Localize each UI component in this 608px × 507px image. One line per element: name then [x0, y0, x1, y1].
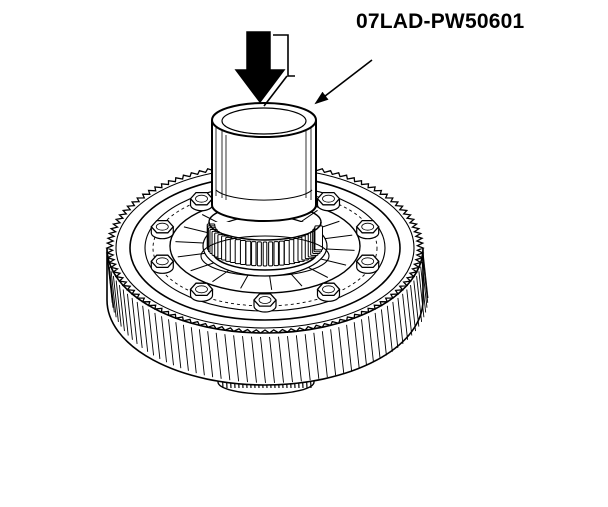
gear-tooth-flank: [242, 336, 248, 383]
gear-tooth-flank: [168, 319, 174, 366]
tapered-roller-bearing: [200, 203, 330, 277]
gear-tooth-flank: [386, 305, 393, 352]
gear-tooth-flank: [175, 322, 182, 369]
gear-tooth-flank: [361, 319, 367, 366]
gear-tooth-flank: [422, 256, 429, 303]
gear-tooth-flank: [410, 285, 416, 332]
gear-tooth-flank: [269, 336, 275, 384]
tool-part-number-label: 07LAD-PW50601: [356, 10, 525, 33]
gear-tooth-flank: [251, 336, 257, 383]
case-rib: [240, 274, 249, 289]
gear-tooth-flank: [413, 280, 420, 327]
case-rib: [308, 267, 329, 278]
gear-tooth-flank: [304, 334, 311, 381]
gear-tooth-flank: [295, 335, 302, 382]
gear-tooth-flank: [418, 271, 425, 318]
hex-bolt: [253, 293, 277, 313]
gear-tooth-flank: [422, 251, 429, 299]
gear-tooth-flank: [233, 335, 240, 382]
gear-tooth-flank: [198, 329, 205, 376]
gear-tooth-flank: [182, 324, 189, 371]
hex-bolt: [150, 254, 175, 274]
case-rib: [175, 241, 204, 244]
case-rib: [269, 275, 273, 290]
gear-tooth-flank: [380, 309, 387, 356]
gear-tooth-flank: [287, 336, 293, 383]
case-rib: [325, 234, 353, 240]
gear-tooth-flank: [136, 301, 143, 349]
gear-tooth-flank: [321, 331, 328, 378]
gear-tooth-flank: [142, 305, 149, 352]
bearing-seat: [200, 235, 330, 277]
gear-tooth-flank: [161, 316, 167, 363]
gear-tooth-flank: [119, 285, 125, 332]
gear-tooth-flank: [108, 266, 115, 313]
bearing-roller: [256, 241, 262, 267]
gear-tooth-flank: [112, 275, 119, 322]
gear-tooth-flank: [392, 301, 399, 349]
flange-bolts: [150, 181, 380, 313]
case-rib: [177, 252, 205, 258]
bearing-roller: [239, 239, 247, 265]
bearing-roller: [262, 241, 268, 267]
gear-tooth-flank: [115, 280, 122, 327]
gear-tooth-flank: [207, 331, 214, 378]
press-force-arrow: [234, 31, 295, 107]
hex-bolt: [355, 219, 380, 240]
hex-bolt: [316, 282, 341, 302]
hex-bolt: [189, 191, 214, 212]
gear-tooth-flank: [190, 327, 197, 374]
case-rib: [320, 258, 347, 266]
gear-tooth-flank: [338, 327, 345, 374]
gear-tooth-flank: [374, 312, 381, 360]
gear-tooth-flank: [106, 251, 113, 299]
gear-tooth-flank: [110, 271, 117, 318]
case-rib: [190, 262, 214, 272]
gear-tooth-flank: [330, 329, 337, 376]
case-rib: [300, 209, 318, 223]
bearing-roller: [245, 240, 252, 266]
gear-tooth-flank: [406, 289, 413, 336]
bearing-installer-tool: [211, 102, 317, 222]
gear-tooth-flank: [313, 332, 320, 379]
gear-tooth-flank: [420, 266, 427, 313]
gear-tooth-flank: [148, 309, 155, 356]
gear-tooth-flank: [421, 261, 428, 308]
hex-bolt: [355, 254, 380, 274]
gear-tooth-flank: [416, 275, 423, 322]
case-rib: [326, 248, 355, 251]
bearing-roller: [268, 241, 274, 267]
bearing-roller: [273, 241, 279, 267]
gear-tooth-flank: [278, 336, 284, 383]
gear-tooth-flank: [215, 332, 222, 379]
gear-tooth-flank: [126, 293, 133, 340]
gear-tooth-flank: [346, 324, 353, 371]
leader-line-arrow: [314, 59, 373, 105]
gear-tooth-flank: [260, 336, 266, 384]
bearing-roller: [278, 240, 285, 266]
gear-tooth-flank: [131, 297, 138, 345]
gear-tooth-flank: [397, 297, 404, 345]
gear-tooth-flank: [368, 316, 374, 363]
gear-tooth-flank: [154, 312, 161, 360]
hex-bolt: [189, 282, 214, 302]
hex-bolt: [150, 219, 175, 240]
gear-tooth-flank: [122, 289, 129, 336]
gear-tooth-flank: [402, 293, 409, 340]
case-rib: [290, 273, 303, 287]
gear-tooth-flank: [224, 334, 231, 381]
case-rib: [183, 226, 210, 234]
hex-bolt: [316, 191, 341, 212]
bearing-roller: [251, 241, 257, 267]
gear-tooth-flank: [353, 322, 360, 369]
